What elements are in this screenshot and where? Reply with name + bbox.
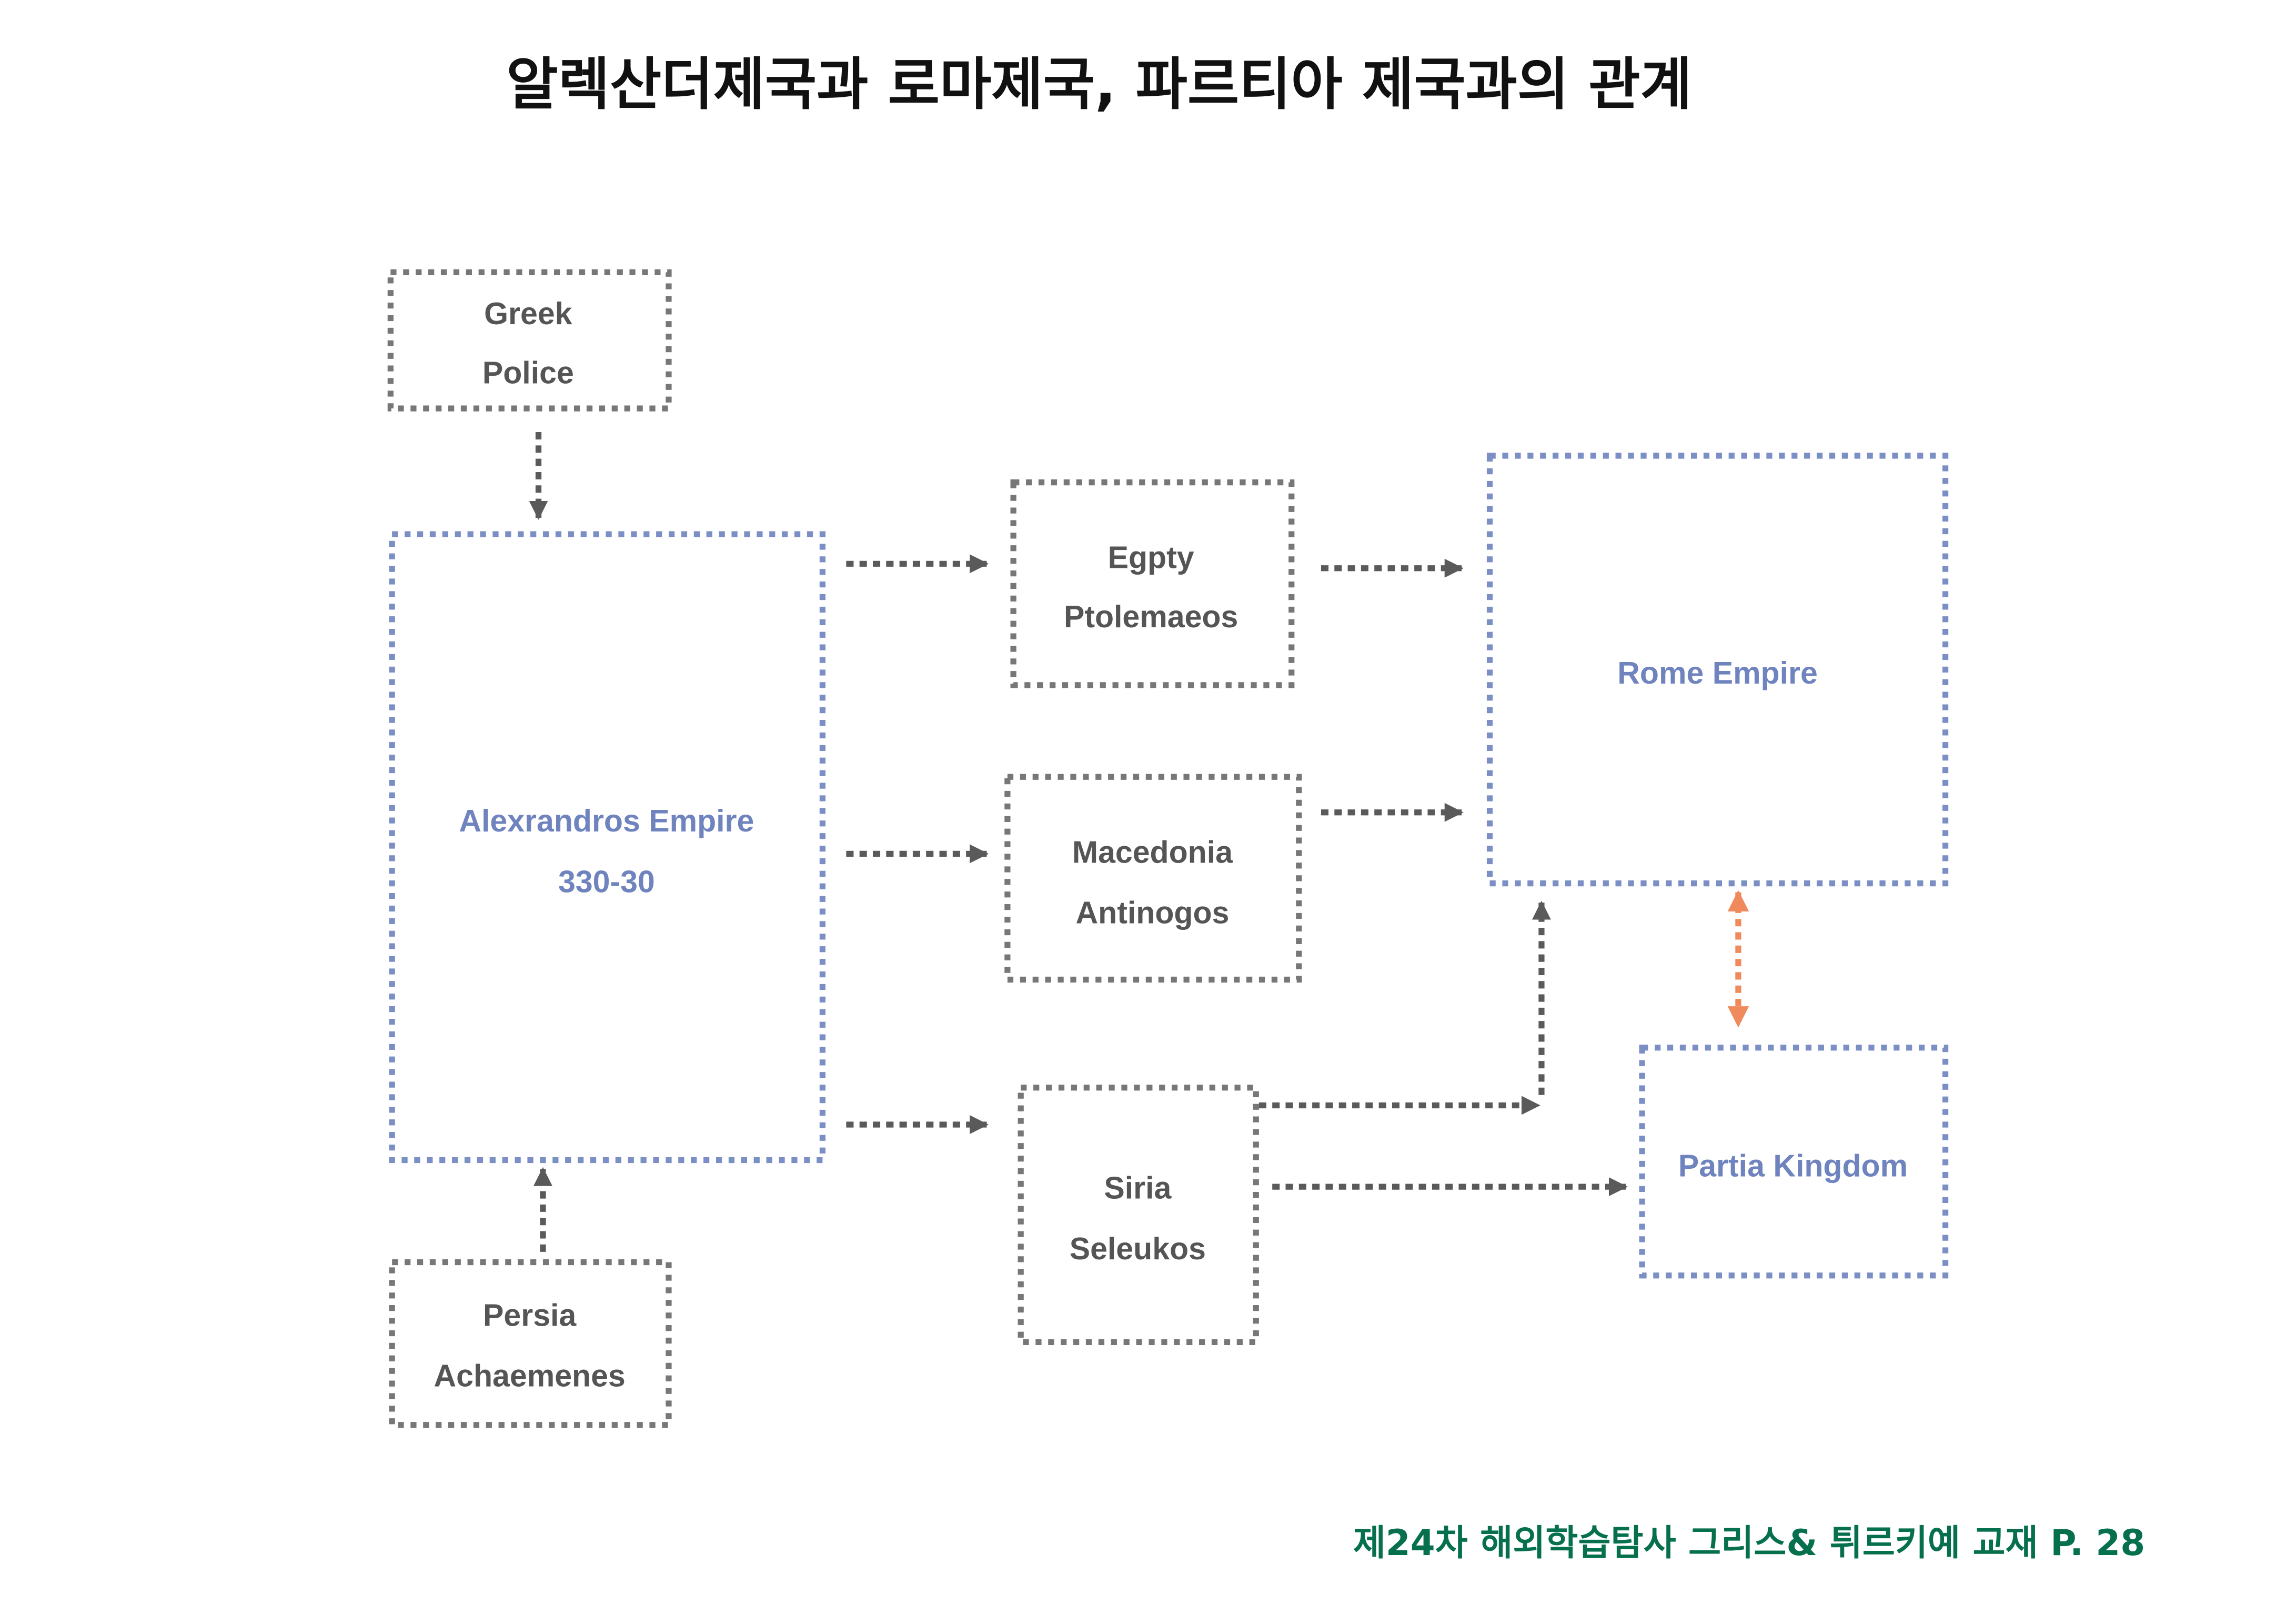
node-persia-line1: Persia: [483, 1298, 577, 1332]
node-greek: Greek Police: [387, 269, 672, 412]
node-macedonia: Macedonia Antinogos: [1004, 774, 1302, 983]
node-egypt-box: [1010, 479, 1295, 688]
node-alexandros: Alexrandros Empire 330-30: [389, 531, 826, 1164]
node-greek-line2: Police: [482, 355, 574, 390]
node-greek-box: [387, 269, 672, 412]
node-alexandros-line2: 330-30: [558, 865, 655, 899]
page-footer: 제24차 해외학습탐사 그리스& 튀르키예 교재 P. 28: [1353, 1522, 2145, 1563]
node-rome: Rome Empire: [1486, 453, 1949, 887]
node-siria-line1: Siria: [1104, 1171, 1172, 1206]
node-partia-box: [1639, 1045, 1949, 1279]
node-partia: Partia Kingdom: [1639, 1045, 1949, 1279]
node-persia-line2: Achaemenes: [434, 1359, 626, 1394]
node-macedonia-line2: Antinogos: [1076, 896, 1230, 930]
node-alexandros-line1: Alexrandros Empire: [459, 804, 754, 838]
node-macedonia-box: [1004, 774, 1302, 983]
node-macedonia-line1: Macedonia: [1072, 835, 1233, 869]
node-siria: Siria Seleukos: [1018, 1085, 1259, 1345]
node-persia: Persia Achaemenes: [389, 1259, 672, 1428]
node-siria-box: [1018, 1085, 1259, 1345]
node-egypt-line2: Ptolemaeos: [1064, 599, 1238, 634]
node-siria-line2: Seleukos: [1070, 1231, 1206, 1266]
node-greek-line1: Greek: [484, 296, 572, 331]
node-egypt: Egpty Ptolemaeos: [1010, 479, 1295, 688]
page-title: 알렉산더제국과 로마제국, 파르티아 제국과의 관계: [506, 52, 1692, 117]
node-alexandros-box: [389, 531, 826, 1164]
node-persia-box: [389, 1259, 672, 1428]
node-egypt-line1: Egpty: [1108, 540, 1194, 575]
node-partia-line1: Partia Kingdom: [1678, 1148, 1908, 1183]
edge-siria-to-rome: [1258, 900, 1551, 1115]
node-rome-line1: Rome Empire: [1617, 656, 1818, 690]
